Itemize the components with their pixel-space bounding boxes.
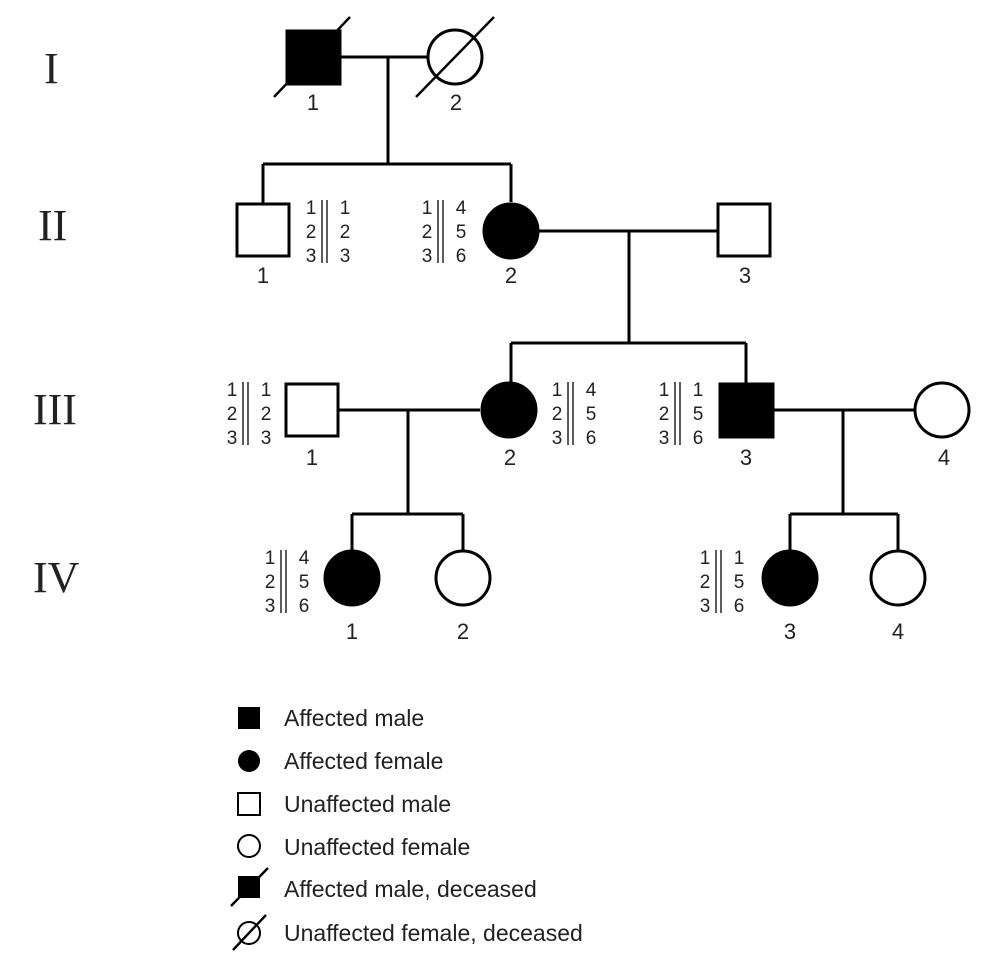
allele: 3	[261, 428, 272, 449]
allele: 1	[734, 548, 745, 569]
individual-IV-3-label: 3	[784, 619, 796, 644]
allele: 3	[227, 428, 238, 449]
individual-II-2-label: 2	[505, 263, 517, 288]
deceased-slash	[232, 914, 267, 951]
individual-II-3-symbol	[716, 202, 772, 258]
allele: 6	[693, 428, 704, 449]
haplotype-III-3: 1 2 3 1 5 6	[659, 380, 704, 449]
allele: 1	[265, 548, 276, 569]
allele: 1	[659, 380, 670, 401]
allele: 3	[659, 428, 670, 449]
individual-IV-1-symbol	[323, 549, 381, 607]
individual-III-2-label: 2	[504, 445, 516, 470]
allele: 4	[299, 548, 310, 569]
allele: 3	[700, 596, 711, 617]
haplotype-III-2: 1 2 3 4 5 6	[552, 380, 597, 449]
generation-label-2: II	[38, 201, 67, 250]
allele: 2	[422, 222, 433, 243]
allele: 5	[456, 222, 467, 243]
generation-label-4: IV	[33, 553, 80, 602]
legend-label: Unaffected female	[284, 834, 470, 860]
individual-III-2-symbol	[480, 381, 538, 439]
legend-label: Unaffected female, deceased	[284, 920, 583, 946]
allele: 2	[700, 572, 711, 593]
generation-label-3: III	[33, 385, 77, 434]
allele: 6	[456, 246, 467, 267]
individual-II-1-symbol	[235, 202, 291, 258]
legend-affected-female-icon	[238, 750, 260, 772]
individual-III-1-symbol	[284, 382, 340, 438]
haplotype-III-1: 1 2 3 1 2 3	[227, 380, 272, 449]
allele: 3	[340, 246, 351, 267]
allele: 2	[340, 222, 351, 243]
allele: 5	[693, 404, 704, 425]
allele: 5	[586, 404, 597, 425]
individual-IV-4-symbol	[869, 549, 927, 607]
deceased-slash	[273, 16, 351, 98]
allele: 4	[586, 380, 597, 401]
allele: 1	[552, 380, 563, 401]
allele: 1	[227, 380, 238, 401]
allele: 2	[227, 404, 238, 425]
allele: 5	[299, 572, 310, 593]
individual-IV-4-label: 4	[892, 619, 904, 644]
legend-label: Unaffected male	[284, 791, 451, 817]
allele: 2	[265, 572, 276, 593]
legend-label: Affected female	[284, 748, 443, 774]
legend-unaffected-female-icon	[237, 834, 261, 858]
individual-II-2-symbol	[482, 202, 540, 260]
individual-IV-2-label: 2	[457, 619, 469, 644]
haplotype-IV-1: 1 2 3 4 5 6	[265, 548, 310, 617]
individual-II-3-label: 3	[739, 263, 751, 288]
allele: 1	[422, 198, 433, 219]
haplotype-II-2: 1 2 3 4 5 6	[422, 198, 467, 267]
allele: 1	[700, 548, 711, 569]
allele: 3	[552, 428, 563, 449]
allele: 2	[552, 404, 563, 425]
allele: 1	[340, 198, 351, 219]
individual-IV-2-symbol	[434, 549, 492, 607]
allele: 2	[659, 404, 670, 425]
allele: 3	[265, 596, 276, 617]
deceased-slash	[230, 867, 269, 907]
individual-III-3-symbol	[718, 382, 775, 439]
individual-IV-1-label: 1	[346, 619, 358, 644]
allele: 5	[734, 572, 745, 593]
allele: 6	[299, 596, 310, 617]
allele: 4	[456, 198, 467, 219]
legend: Affected male Affected female Unaffected…	[230, 705, 583, 951]
individual-III-4-label: 4	[938, 445, 950, 470]
legend-affected-male-icon	[238, 707, 260, 729]
individual-III-4-symbol	[913, 381, 971, 439]
haplotype-IV-3: 1 2 3 1 5 6	[700, 548, 745, 617]
legend-unaffected-male-icon	[237, 792, 261, 816]
allele: 2	[261, 404, 272, 425]
allele: 3	[422, 246, 433, 267]
individual-IV-3-symbol	[761, 549, 819, 607]
individual-I-2-label: 2	[450, 90, 462, 115]
individual-III-3-label: 3	[740, 445, 752, 470]
allele: 1	[306, 198, 317, 219]
allele: 2	[306, 222, 317, 243]
individual-I-1-label: 1	[307, 90, 319, 115]
individual-III-1-label: 1	[306, 445, 318, 470]
legend-label: Affected male, deceased	[284, 876, 537, 902]
legend-label: Affected male	[284, 705, 424, 731]
deceased-slash	[415, 16, 495, 98]
haplotype-II-1: 1 2 3 1 2 3	[306, 198, 351, 267]
individual-II-1-label: 1	[257, 263, 269, 288]
allele: 6	[734, 596, 745, 617]
generation-label-1: I	[44, 44, 59, 93]
allele: 1	[693, 380, 704, 401]
allele: 1	[261, 380, 272, 401]
allele: 6	[586, 428, 597, 449]
pedigree-lines	[261, 55, 914, 550]
allele: 3	[306, 246, 317, 267]
